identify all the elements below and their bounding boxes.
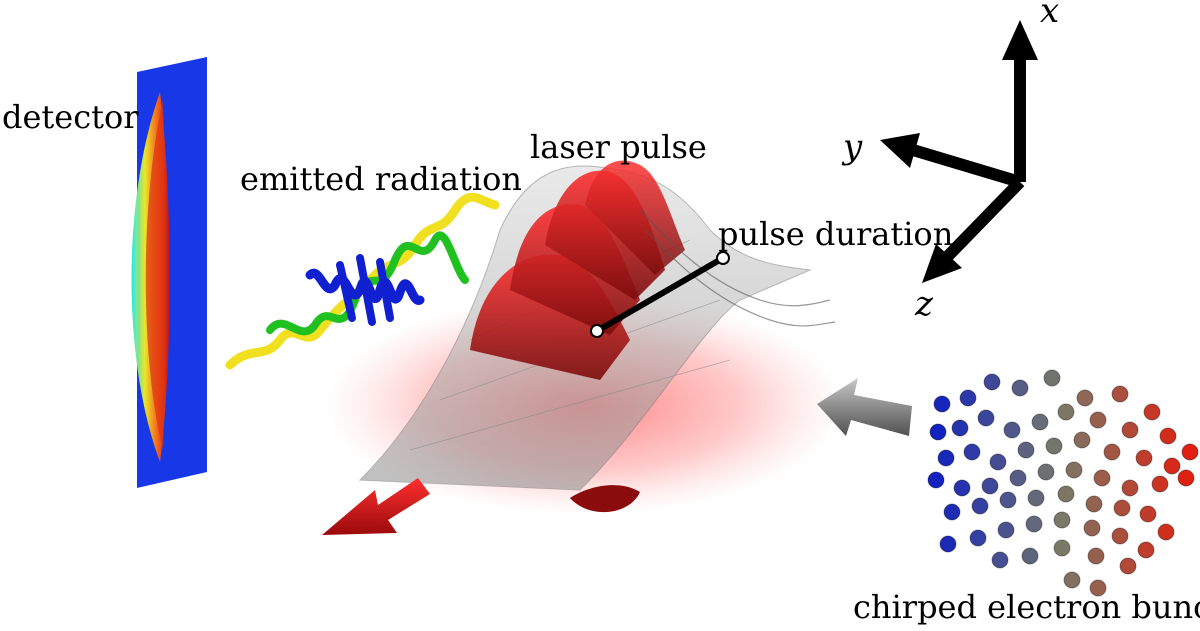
electron-sphere bbox=[1009, 469, 1027, 487]
axis-y-label: y bbox=[841, 127, 863, 167]
electron-sphere bbox=[959, 389, 977, 407]
electron-sphere bbox=[999, 491, 1017, 509]
electron-sphere bbox=[1027, 489, 1045, 507]
electron-sphere bbox=[1025, 515, 1043, 533]
electron-sphere bbox=[1093, 469, 1111, 487]
electron-sphere bbox=[1159, 427, 1177, 445]
electron-sphere bbox=[1083, 519, 1101, 537]
electron-sphere bbox=[1017, 441, 1035, 459]
electron-sphere bbox=[1031, 413, 1049, 431]
electron-sphere bbox=[1157, 523, 1175, 541]
electron-sphere bbox=[1121, 421, 1139, 439]
electron-sphere bbox=[991, 551, 1009, 569]
electron-sphere bbox=[1021, 547, 1039, 565]
electron-sphere bbox=[981, 477, 999, 495]
coordinate-axes bbox=[880, 20, 1038, 283]
electron-sphere bbox=[997, 521, 1015, 539]
emitted-radiation-label: emitted radiation bbox=[240, 160, 522, 198]
electron-sphere bbox=[1003, 421, 1021, 439]
electron-sphere bbox=[1143, 403, 1161, 421]
electron-sphere bbox=[929, 423, 947, 441]
electron-sphere bbox=[1137, 541, 1155, 559]
electron-sphere bbox=[989, 453, 1007, 471]
electron-sphere bbox=[1057, 403, 1075, 421]
electron-sphere bbox=[951, 419, 969, 437]
electron-sphere bbox=[977, 409, 995, 427]
electron-sphere bbox=[1177, 469, 1195, 487]
detector-label: detector bbox=[2, 98, 139, 136]
electron-sphere bbox=[1111, 385, 1129, 403]
electron-sphere bbox=[1053, 511, 1071, 529]
electron-sphere bbox=[933, 395, 951, 413]
electron-bunch-label: chirped electron bunch bbox=[853, 588, 1200, 626]
electron-sphere bbox=[1119, 557, 1137, 575]
electron-sphere bbox=[1037, 463, 1055, 481]
electron-sphere bbox=[1111, 527, 1129, 545]
pulse-duration-label: pulse duration bbox=[718, 215, 953, 253]
electron-sphere bbox=[1045, 437, 1063, 455]
laser-pulse-fields bbox=[470, 160, 836, 513]
electron-sphere bbox=[1073, 431, 1091, 449]
electron-sphere bbox=[1057, 485, 1075, 503]
electron-sphere bbox=[1065, 461, 1083, 479]
axis-z-label: z bbox=[914, 284, 934, 324]
wave-green bbox=[266, 231, 469, 336]
electron-sphere bbox=[963, 443, 981, 461]
laser-direction-arrow bbox=[322, 478, 430, 535]
electron-sphere bbox=[1053, 539, 1071, 557]
electron-sphere bbox=[1043, 369, 1061, 387]
electron-sphere bbox=[1139, 505, 1157, 523]
electron-direction-arrow bbox=[817, 378, 912, 436]
pulse-duration-marker bbox=[590, 251, 730, 338]
electron-sphere bbox=[1103, 443, 1121, 461]
electron-sphere bbox=[1089, 411, 1107, 429]
electron-sphere bbox=[943, 503, 961, 521]
electron-sphere bbox=[1181, 443, 1199, 461]
electron-sphere bbox=[1063, 571, 1081, 589]
electron-sphere bbox=[971, 497, 989, 515]
detector-screen bbox=[131, 57, 207, 488]
electron-sphere bbox=[1163, 457, 1181, 475]
axis-x-label: x bbox=[1040, 0, 1059, 31]
electron-sphere bbox=[937, 449, 955, 467]
electron-bunch bbox=[927, 369, 1199, 597]
electron-sphere bbox=[1121, 479, 1139, 497]
electron-sphere bbox=[953, 479, 971, 497]
electron-sphere bbox=[1011, 379, 1029, 397]
electron-sphere bbox=[1113, 499, 1131, 517]
emitted-radiation-waves bbox=[225, 192, 500, 370]
wave-blue bbox=[305, 268, 425, 305]
electron-sphere bbox=[969, 529, 987, 547]
electron-sphere bbox=[1087, 547, 1105, 565]
electron-sphere bbox=[1085, 495, 1103, 513]
electron-sphere bbox=[983, 373, 1001, 391]
electron-sphere bbox=[927, 471, 945, 489]
laser-pulse-label: laser pulse bbox=[530, 128, 707, 166]
electron-sphere bbox=[1089, 579, 1107, 597]
electron-sphere bbox=[1076, 389, 1094, 407]
electron-sphere bbox=[1151, 475, 1169, 493]
electron-sphere bbox=[1135, 449, 1153, 467]
electron-sphere bbox=[939, 535, 957, 553]
